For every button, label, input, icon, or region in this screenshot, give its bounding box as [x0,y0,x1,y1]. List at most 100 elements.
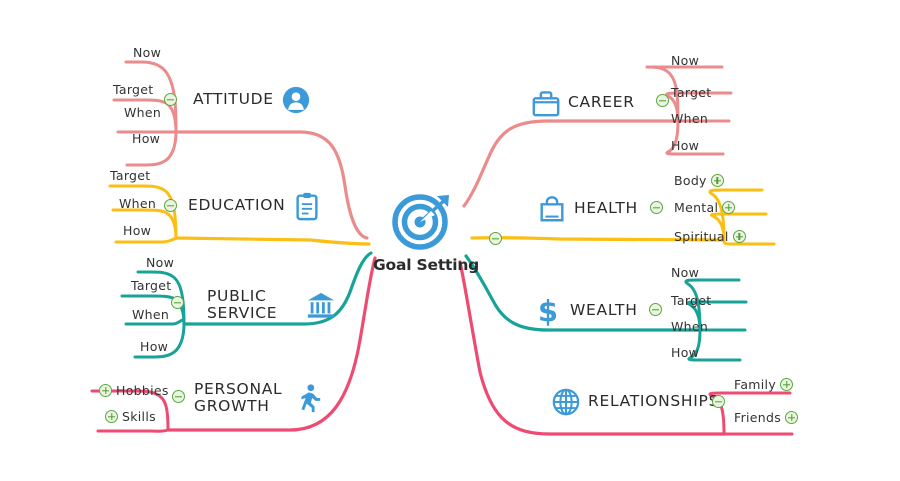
subtopic-career-when[interactable]: When [671,111,708,126]
subtopic-attitude-now[interactable]: Now [133,45,161,60]
subbranch-line-wealth-target [685,300,748,332]
subtopic-education-target-label: Target [110,168,151,183]
topic-attitude[interactable]: ATTITUDE [193,85,311,115]
topic-education[interactable]: EDUCATION [188,191,322,221]
subbranch-line-attitude-now [124,60,178,134]
toggle-mental[interactable] [722,201,736,214]
subtopic-wealth-now[interactable]: Now [671,265,699,280]
toggle-attitude[interactable] [164,93,177,106]
subbranch-line-personal-growth-hobbies [90,389,170,432]
topic-health-label: HEALTH [574,199,638,218]
subtopic-attitude-target-label: Target [113,82,154,97]
subtopic-public-service-target[interactable]: Target [131,278,171,293]
branch-line-career [462,119,680,208]
toggle-health[interactable] [650,201,663,214]
target-bullseye-icon [392,194,449,250]
branch-line-health [470,235,726,242]
subtopic-wealth-when-label: When [671,319,709,334]
topic-personal-growth[interactable]: PERSONAL GROWTH [194,380,323,416]
subtopic-career-target-label: Target [671,85,712,100]
subtopic-education-when[interactable]: When [119,196,156,211]
subtopic-public-service-how[interactable]: How [140,339,168,354]
subtopic-personal-growth-hobbies[interactable]: Hobbies [99,383,169,398]
toggle-spiritual[interactable] [732,230,746,243]
central-topic-label: Goal Setting [373,256,480,274]
subtopic-career-now[interactable]: Now [671,53,699,68]
subbranch-line-education-target [108,184,178,240]
toggle-relationships[interactable] [712,395,725,408]
subtopic-relationships-family[interactable]: Family [734,377,794,392]
toggle-body[interactable] [710,174,724,187]
subtopic-health-mental-label: Mental [674,200,719,215]
subtopic-public-service-when[interactable]: When [132,307,169,322]
toggle-health-root[interactable] [489,232,502,245]
subtopic-personal-growth-skills[interactable]: Skills [105,409,156,424]
subbranch-line-education-how [114,236,178,244]
globe-icon [552,388,580,416]
toggle-education[interactable] [164,199,177,212]
subtopic-wealth-how-label: How [671,345,700,360]
subtopic-wealth-when[interactable]: When [671,319,708,334]
dollar-sign-icon: $ [538,296,558,326]
branch-line-attitude [174,130,369,240]
subbranch-line-career-how [665,119,725,156]
subbranch-line-career-now [645,65,724,123]
topic-personal-growth-label: PERSONAL GROWTH [194,380,283,416]
subtopic-attitude-now-label: Now [133,45,162,60]
topic-public-service[interactable]: PUBLIC SERVICE [207,287,336,323]
subtopic-relationships-friends[interactable]: Friends [734,410,799,425]
subtopic-wealth-how[interactable]: How [671,345,699,360]
subtopic-health-body-label: Body [674,173,707,188]
subtopic-education-how[interactable]: How [123,223,151,238]
briefcase-icon [532,91,560,117]
toggle-wealth[interactable] [649,303,662,316]
toggle-public-service[interactable] [171,296,184,309]
subtopic-health-body[interactable]: Body [674,173,724,188]
subtopic-attitude-when[interactable]: When [124,105,161,120]
topic-attitude-label: ATTITUDE [193,90,274,109]
toggle-friends[interactable] [785,411,799,424]
subtopic-education-when-label: When [119,196,157,211]
subtopic-attitude-how[interactable]: How [132,131,160,146]
subtopic-public-service-now[interactable]: Now [146,255,174,270]
branch-line-public-service [182,251,373,326]
topic-career[interactable]: CAREER [531,88,635,118]
subbranch-line-education-when [111,208,178,240]
topic-career-label: CAREER [568,93,635,112]
topic-education-label: EDUCATION [188,196,286,215]
toggle-family[interactable] [780,378,794,391]
topic-relationships[interactable]: RELATIONSHIPS [551,387,719,417]
svg-text:$: $ [538,296,558,326]
bank-building-icon [307,293,335,319]
subbranch-line-wealth-how [687,328,742,362]
subbranch-line-health-body [708,188,764,242]
subbranch-line-public-service-when [124,318,186,326]
subbranch-line-public-service-how [133,322,186,359]
topic-health[interactable]: HEALTH [537,194,638,224]
toggle-hobbies[interactable] [99,384,112,397]
topic-relationships-label: RELATIONSHIPS [588,392,720,411]
topic-wealth[interactable]: $ WEALTH [533,296,638,326]
subtopic-career-when-label: When [671,111,709,126]
subtopic-career-target[interactable]: Target [671,85,711,100]
subtopic-wealth-now-label: Now [671,265,700,280]
subtopic-public-service-now-label: Now [146,255,175,270]
toggle-career[interactable] [656,94,669,107]
subtopic-relationships-family-label: Family [734,377,777,392]
person-avatar-icon [282,86,309,114]
subbranch-line-health-mental [709,212,768,242]
subtopic-wealth-target[interactable]: Target [671,293,711,308]
central-topic[interactable]: Goal Setting [373,188,480,274]
subtopic-health-mental[interactable]: Mental [674,200,736,215]
subtopic-attitude-how-label: How [132,131,161,146]
branch-line-personal-growth [166,256,377,432]
subtopic-career-how[interactable]: How [671,138,699,153]
subtopic-health-spiritual-label: Spiritual [674,229,729,244]
subtopic-health-spiritual[interactable]: Spiritual [674,229,746,244]
subtopic-education-target[interactable]: Target [110,168,150,183]
subbranch-line-relationships-family [708,391,792,436]
subtopic-attitude-target[interactable]: Target [113,82,153,97]
toggle-personal-growth[interactable] [172,390,185,403]
toggle-skills[interactable] [105,410,118,423]
